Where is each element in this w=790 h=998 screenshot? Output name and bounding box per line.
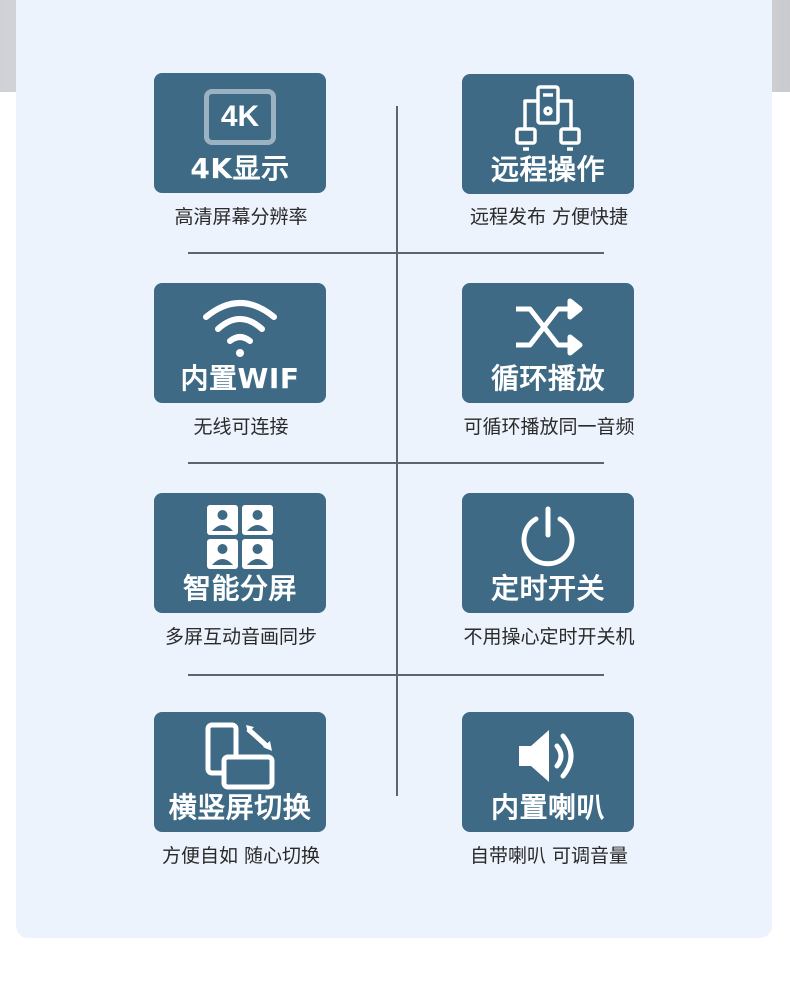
feature-subtitle: 多屏互动音画同步: [164, 626, 317, 648]
feature-tile-4k: 4K 4K显示: [154, 73, 326, 193]
feature-subtitle: 高清屏幕分辨率: [174, 206, 308, 228]
feature-tile-speaker: 内置喇叭: [462, 712, 634, 832]
feature-tile-timer: 定时开关: [462, 493, 634, 613]
feature-title: 智能分屏: [182, 572, 297, 605]
rotate-screen-icon: [205, 722, 275, 790]
feature-title: 内置WIF: [180, 362, 300, 395]
horizontal-divider: [188, 252, 604, 254]
features-panel: [16, 0, 772, 938]
vertical-divider: [396, 106, 398, 796]
feature-subtitle: 可循环播放同一音频: [463, 416, 635, 438]
speaker-icon: [519, 730, 574, 782]
feature-title: 内置喇叭: [490, 791, 605, 824]
feature-subtitle: 不用操心定时开关机: [463, 626, 635, 648]
power-icon: [521, 506, 575, 567]
feature-title: 定时开关: [490, 572, 605, 605]
shuffle-loop-icon: [516, 298, 583, 356]
feature-subtitle: 无线可连接: [193, 416, 289, 438]
feature-subtitle: 远程发布 方便快捷: [469, 206, 629, 228]
feature-subtitle: 方便自如 随心切换: [161, 845, 321, 867]
feature-tile-loop: 循环播放: [462, 283, 634, 403]
feature-subtitle: 自带喇叭 可调音量: [469, 845, 629, 867]
horizontal-divider: [188, 462, 604, 464]
remote-devices-icon: [515, 85, 581, 151]
4k-icon: 4K: [204, 89, 276, 145]
wifi-icon: [203, 300, 277, 357]
horizontal-divider: [188, 674, 604, 676]
feature-title: 循环播放: [490, 362, 605, 395]
feature-title: 4K显示: [190, 152, 290, 185]
feature-tile-rotate: 横竖屏切换: [154, 712, 326, 832]
feature-tile-split: 智能分屏: [154, 493, 326, 613]
feature-tile-remote: 远程操作: [462, 74, 634, 194]
split-screen-icon: [207, 505, 273, 569]
feature-title: 远程操作: [490, 153, 605, 186]
feature-tile-wifi: 内置WIF: [154, 283, 326, 403]
feature-title: 横竖屏切换: [168, 791, 312, 824]
